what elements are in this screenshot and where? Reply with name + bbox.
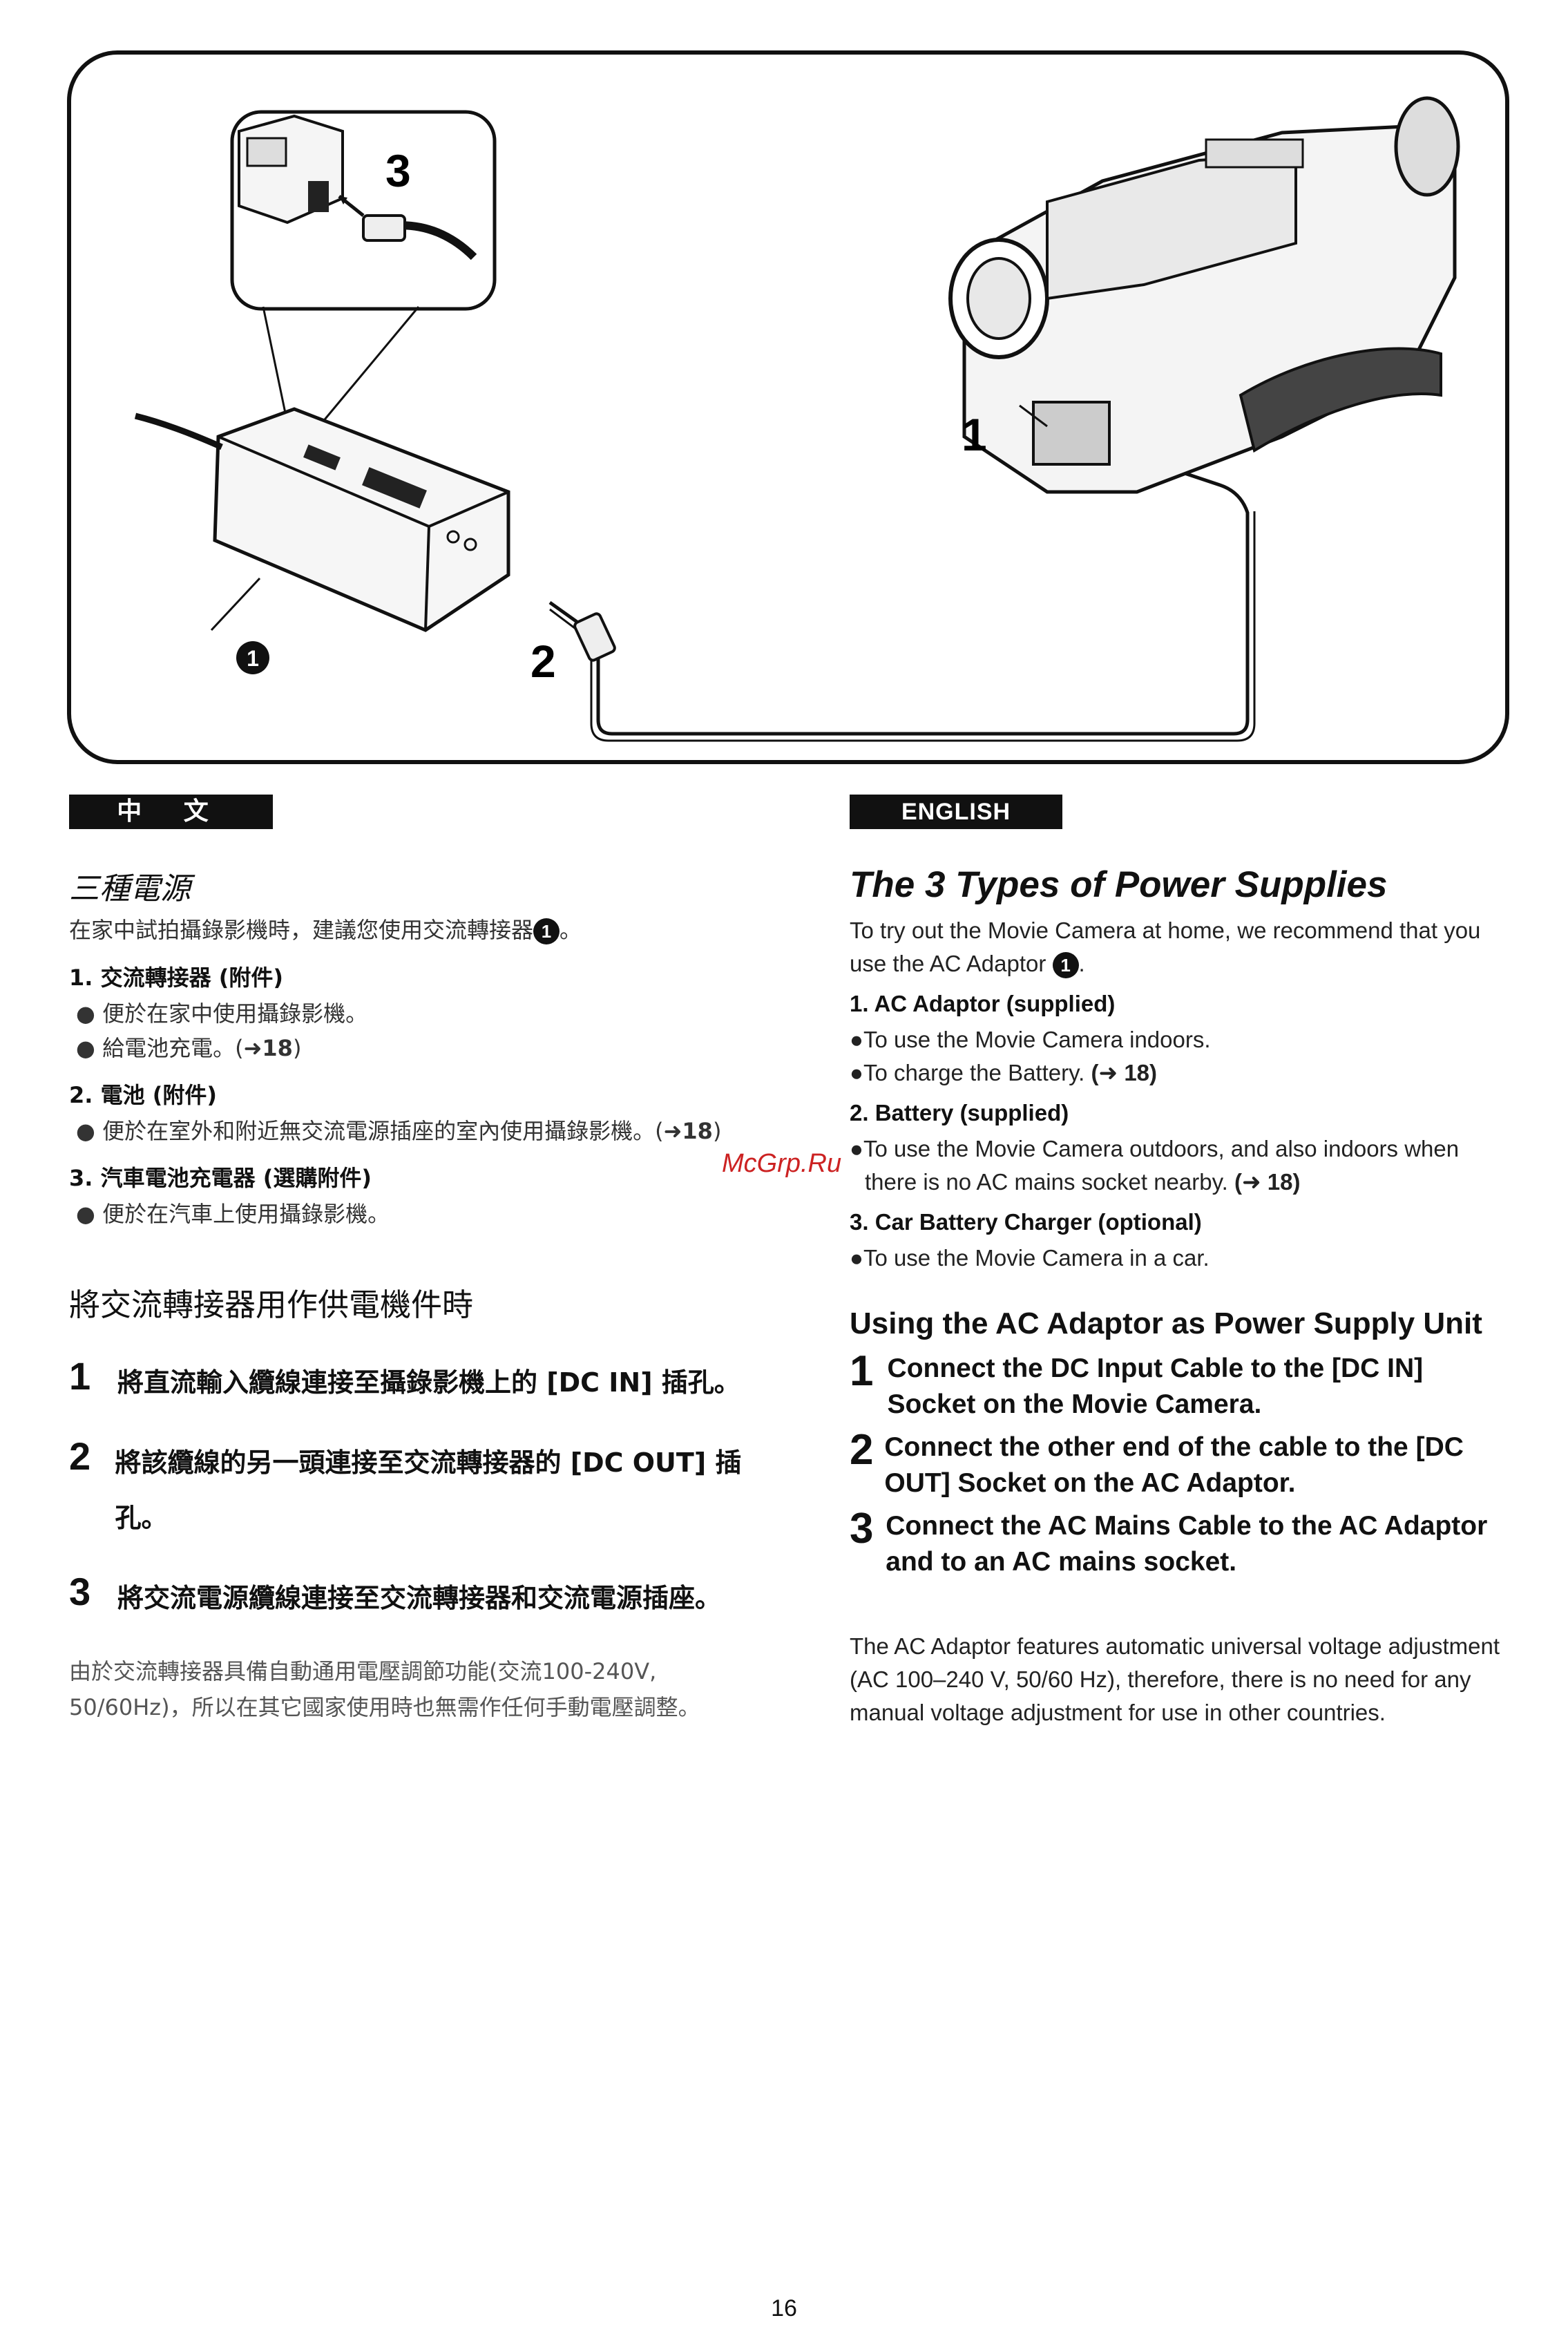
english-item-3-label: 3. Car Battery Charger (optional) [850, 1209, 1202, 1235]
bullet-text: To use the Movie Camera indoors. [863, 1027, 1211, 1052]
english-item-1-bullet-1: ●To use the Movie Camera indoors. [850, 1027, 1211, 1052]
dc-cable [548, 441, 1250, 736]
connection-illustration: 3 1 2 1 [66, 50, 1510, 765]
page-reference: ➜18 [663, 1118, 713, 1144]
chinese-item-1-bullet-1: ● 便於在家中使用攝錄影機。 [76, 1000, 368, 1027]
camera-leader [1019, 404, 1048, 428]
english-intro-end: . [1078, 951, 1085, 976]
step-text: 將交流電源纜線連接至交流轉接器和交流電源插座。 [117, 1583, 722, 1613]
mains-inset [230, 110, 497, 311]
chinese-title: 三種電源 [69, 871, 191, 906]
step-text: 將該纜線的另一頭連接至交流轉接器的 [DC OUT] 插孔。 [115, 1447, 742, 1533]
step-text: Connect the DC Input Cable to the [DC IN… [887, 1354, 1424, 1419]
callout-1: 1 [962, 409, 987, 460]
adaptor-marker-icon: 1 [533, 918, 560, 944]
callout-2: 2 [530, 636, 556, 687]
page-reference: (➜ 18) [1234, 1169, 1301, 1195]
english-voltage-note: The AC Adaptor features automatic univer… [850, 1633, 1500, 1725]
bullet-end: ) [292, 1035, 302, 1061]
chinese-item-1-label: 1. 交流轉接器 (附件) [69, 965, 283, 991]
english-badge: ENGLISH [850, 795, 1062, 829]
ac-adaptor-drawing [134, 407, 510, 632]
bullet-text: 便於在室外和附近無交流電源插座的室內使用攝錄影機。( [102, 1118, 664, 1144]
illustration-svg: 3 1 2 1 [67, 50, 1509, 764]
callout-3: 3 [385, 145, 411, 196]
step-text: Connect the AC Mains Cable to the AC Ada… [886, 1511, 1488, 1577]
step-number: 1 [69, 1354, 91, 1398]
english-intro: To try out the Movie Camera at home, we … [850, 914, 1513, 980]
inset-leader-left [262, 306, 289, 424]
watermark: McGrp.Ru [722, 1149, 842, 1178]
step-text: Connect the other end of the cable to th… [884, 1432, 1464, 1498]
chinese-item-3-label: 3. 汽車電池充電器 (選購附件) [69, 1165, 372, 1191]
step-text: 將直流輸入纜線連接至攝錄影機上的 [DC IN] 插孔。 [117, 1367, 740, 1398]
adaptor-marker-icon: 1 [1052, 952, 1079, 979]
adaptor-marker-number: 1 [247, 646, 259, 671]
english-item-2-label: 2. Battery (supplied) [850, 1100, 1069, 1125]
chinese-step-1: 1 將直流輸入纜線連接至攝錄影機上的 [DC IN] 插孔。 [69, 1355, 760, 1410]
chinese-item-3-bullet-1: ● 便於在汽車上使用攝錄影機。 [76, 1201, 390, 1227]
english-subtitle: Using the AC Adaptor as Power Supply Uni… [850, 1307, 1482, 1340]
english-intro-text: To try out the Movie Camera at home, we … [850, 918, 1481, 976]
english-title: The 3 Types of Power Supplies [850, 864, 1388, 905]
chinese-subtitle: 將交流轉接器用作供電機件時 [69, 1286, 474, 1323]
english-item-2-bullet-1: ●To use the Movie Camera outdoors, and a… [850, 1136, 1460, 1195]
adaptor-marker [236, 641, 269, 674]
bullet-end: ) [712, 1118, 722, 1144]
chinese-voltage-note: 由於交流轉接器具備自動通用電壓調節功能(交流100-240V, 50/60Hz)… [69, 1658, 700, 1720]
english-step-2: 2 Connect the other end of the cable to … [850, 1426, 1513, 1501]
chinese-item-1-bullet-2: ● 給電池充電。(➜18) [76, 1035, 302, 1061]
english-item-3-bullet-1: ●To use the Movie Camera in a car. [850, 1245, 1210, 1271]
page-number: 16 [771, 2295, 797, 2321]
bullet-text: To charge the Battery. [863, 1060, 1091, 1085]
english-step-3: 3 Connect the AC Mains Cable to the AC A… [850, 1508, 1513, 1580]
step-number: 2 [69, 1434, 91, 1478]
chinese-badge: 中 文 [69, 795, 273, 829]
bullet-text: To use the Movie Camera in a car. [863, 1245, 1210, 1271]
step-number: 2 [850, 1426, 874, 1474]
chinese-step-2: 2 將該纜線的另一頭連接至交流轉接器的 [DC OUT] 插孔。 [69, 1435, 760, 1546]
english-item-1-label: 1. AC Adaptor (supplied) [850, 991, 1116, 1016]
chinese-intro-text: 在家中試拍攝錄影機時，建議您使用交流轉接器 [69, 917, 534, 943]
chinese-intro-end: 。 [560, 917, 582, 943]
page-reference: (➜ 18) [1091, 1060, 1158, 1085]
bullet-text: 便於在汽車上使用攝錄影機。 [102, 1201, 390, 1227]
bullet-text: 給電池充電。( [102, 1035, 244, 1061]
step-number: 3 [850, 1505, 874, 1552]
english-item-1-bullet-2: ●To charge the Battery. (➜ 18) [850, 1060, 1158, 1085]
chinese-item-2-label: 2. 電池 (附件) [69, 1082, 217, 1108]
english-step-1: 1 Connect the DC Input Cable to the [DC … [850, 1347, 1513, 1423]
english-column: ENGLISH The 3 Types of Power Supplies To… [850, 795, 1513, 1729]
bullet-text: 便於在家中使用攝錄影機。 [102, 1000, 368, 1027]
dc-cable-inner [549, 511, 1256, 742]
dc-plug [573, 612, 616, 662]
chinese-step-3: 3 將交流電源纜線連接至交流轉接器和交流電源插座。 [69, 1570, 760, 1626]
step-number: 3 [69, 1570, 91, 1613]
inset-leader-right [321, 306, 420, 424]
page-reference: ➜18 [243, 1035, 293, 1061]
bullet-text: To use the Movie Camera outdoors, and al… [863, 1136, 1460, 1195]
step-number: 1 [850, 1347, 874, 1395]
movie-camera-drawing [948, 96, 1460, 494]
chinese-item-2-bullet-1: ● 便於在室外和附近無交流電源插座的室內使用攝錄影機。(➜18) [76, 1118, 722, 1144]
